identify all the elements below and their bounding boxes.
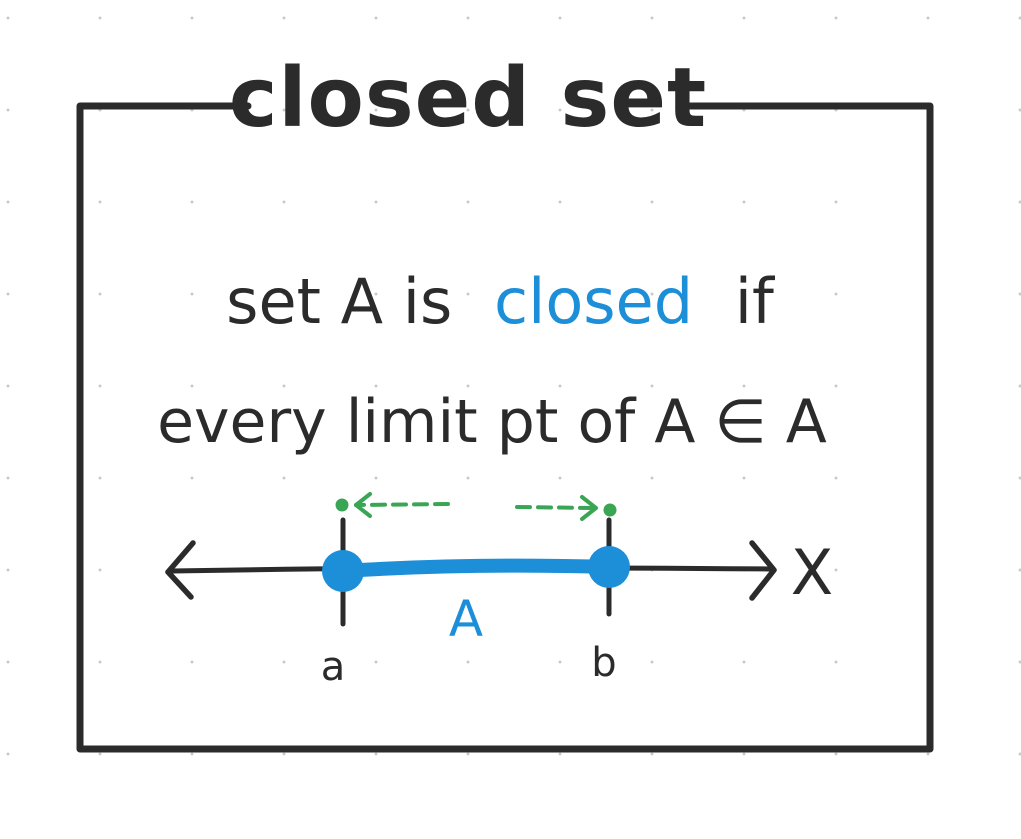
endpoint-dot-b [588, 546, 630, 588]
limit-point-dot-left [335, 498, 349, 512]
space-label-x: X [791, 536, 833, 609]
definition-text-end: if [735, 265, 776, 338]
limit-arrow-right [515, 505, 596, 510]
set-label-a: A [449, 590, 483, 648]
endpoint-dot-a [322, 550, 364, 592]
closed-highlight: closed [494, 265, 693, 338]
limit-arrow-left [354, 502, 450, 507]
closed-interval-segment [336, 558, 616, 578]
left-pointing-chevron-icon [354, 492, 372, 518]
page-title: closed set [229, 51, 707, 146]
right-arrowhead-icon [749, 540, 777, 601]
definition-line-1: set A is closed if [226, 265, 776, 338]
endpoint-label-b: b [591, 640, 616, 686]
right-pointing-chevron-icon [580, 495, 598, 521]
limit-point-dot-right [603, 503, 617, 517]
frame-border [76, 102, 934, 753]
definition-text-start: set A is [226, 265, 452, 338]
left-arrowhead-icon [165, 540, 196, 600]
definition-line-2: every limit pt of A ∈ A [157, 387, 827, 457]
endpoint-label-a: a [321, 644, 346, 690]
